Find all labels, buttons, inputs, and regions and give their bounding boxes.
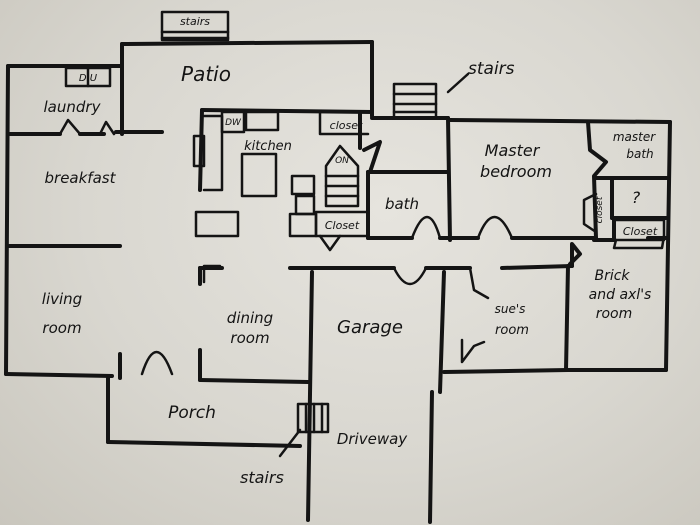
porch-door-arc xyxy=(140,351,174,376)
stairs-top-label: stairs xyxy=(180,15,210,28)
oven xyxy=(294,194,316,216)
sues-room-label-2: room xyxy=(495,323,529,338)
closet-top-box xyxy=(318,110,370,136)
master-bath-label-1: master xyxy=(613,130,656,144)
porch-label: Porch xyxy=(168,403,216,423)
living-room-label-2: room xyxy=(42,319,81,337)
closet-right-label: Closet xyxy=(623,225,658,238)
on-label: ON xyxy=(335,156,349,166)
driveway-left-line xyxy=(306,392,312,522)
kitchen-fridge xyxy=(192,134,206,168)
sues-door-lower xyxy=(460,338,486,364)
closet-right-door xyxy=(612,234,666,250)
master-bedroom-label-2: bedroom xyxy=(480,162,552,181)
closet-mid-label: Closet xyxy=(325,219,360,232)
closet-mid-box xyxy=(314,210,370,238)
patio-label: Patio xyxy=(181,62,231,86)
stairs-bottom: stairs xyxy=(240,402,330,487)
driveway-label: Driveway xyxy=(337,430,408,448)
laundry-label: laundry xyxy=(44,98,102,116)
question-mark-label: ? xyxy=(632,188,641,207)
master-door-arc xyxy=(476,216,514,240)
brick-room-label-3: room xyxy=(596,306,633,322)
room-labels: Patio laundry breakfast kitchen closet C… xyxy=(42,62,658,448)
laundry-door xyxy=(58,118,82,136)
laundry-door-2 xyxy=(98,120,116,136)
fixtures: D U DW ON xyxy=(64,66,666,252)
master-bedroom-label-1: Master xyxy=(485,141,541,160)
stairs-top-box xyxy=(160,10,230,42)
garage-door-arc xyxy=(392,266,428,286)
dishwasher xyxy=(220,110,246,134)
master-bath-label-2: bath xyxy=(626,147,653,161)
brick-room-label-1: Brick xyxy=(594,268,630,284)
left-outer-wall xyxy=(4,64,10,376)
bath-label: bath xyxy=(385,195,419,213)
right-outer-wall xyxy=(664,120,672,372)
master-bath-left-wall xyxy=(586,120,608,240)
sues-door-upper xyxy=(468,266,490,300)
sues-room-bottom-wall xyxy=(442,368,570,374)
brick-room-label-2: and axl's xyxy=(589,287,652,303)
closet-mid-door xyxy=(318,234,342,252)
dining-room-label-2: room xyxy=(230,329,269,347)
hallway-bottom-wall-c xyxy=(500,264,574,270)
kitchen-sink xyxy=(244,110,280,132)
closet-left-label: closet xyxy=(595,196,605,223)
walls xyxy=(4,40,672,524)
kitchen-island xyxy=(240,152,278,198)
sues-room-right-wall xyxy=(564,264,570,372)
stairs-right-pointer xyxy=(446,72,470,94)
breakfast-label: breakfast xyxy=(45,169,117,187)
closet-top-label: closet xyxy=(330,119,363,132)
stairs-right-label: stairs xyxy=(468,59,515,79)
stairs-top: stairs xyxy=(160,10,230,42)
kitchen-left-wall xyxy=(198,108,204,192)
porch-bottom-wall xyxy=(106,440,302,448)
dining-corner-mark xyxy=(202,264,222,284)
closet-right-box xyxy=(612,218,666,242)
dishwasher-label: DW xyxy=(225,118,242,128)
stove xyxy=(290,174,316,196)
washer-dryer-label: D U xyxy=(79,73,98,84)
pantry xyxy=(288,212,318,238)
bath-door-arc xyxy=(410,216,442,240)
kitchen-counter-left xyxy=(202,114,224,192)
stairs-right: stairs xyxy=(392,59,515,120)
kitchen-label: kitchen xyxy=(244,139,292,154)
hall-right-wall xyxy=(446,116,452,242)
patio-top-wall xyxy=(120,40,374,46)
garage-left-wall xyxy=(308,270,314,396)
garage-right-wall xyxy=(438,270,446,394)
doors xyxy=(58,118,666,376)
driveway-right-line xyxy=(428,390,434,524)
sues-room-label-1: sue's xyxy=(495,302,526,316)
hallway-end-jog xyxy=(568,242,582,268)
closet-left-door xyxy=(582,192,598,234)
stairs-right-box xyxy=(392,82,438,120)
dining-bottom-wall xyxy=(198,378,310,384)
kitchen-top-wall xyxy=(200,108,374,114)
kitchen-door-jog xyxy=(362,140,382,174)
living-room-label-1: living xyxy=(42,290,82,308)
dining-room-label-1: dining xyxy=(227,309,273,327)
garage-label: Garage xyxy=(337,317,403,338)
dining-hutch xyxy=(194,210,240,238)
stairs-bottom-pointer xyxy=(278,428,302,458)
living-bottom-wall xyxy=(4,372,114,378)
master-top-wall xyxy=(448,118,672,124)
stairs-bottom-label: stairs xyxy=(240,468,284,487)
